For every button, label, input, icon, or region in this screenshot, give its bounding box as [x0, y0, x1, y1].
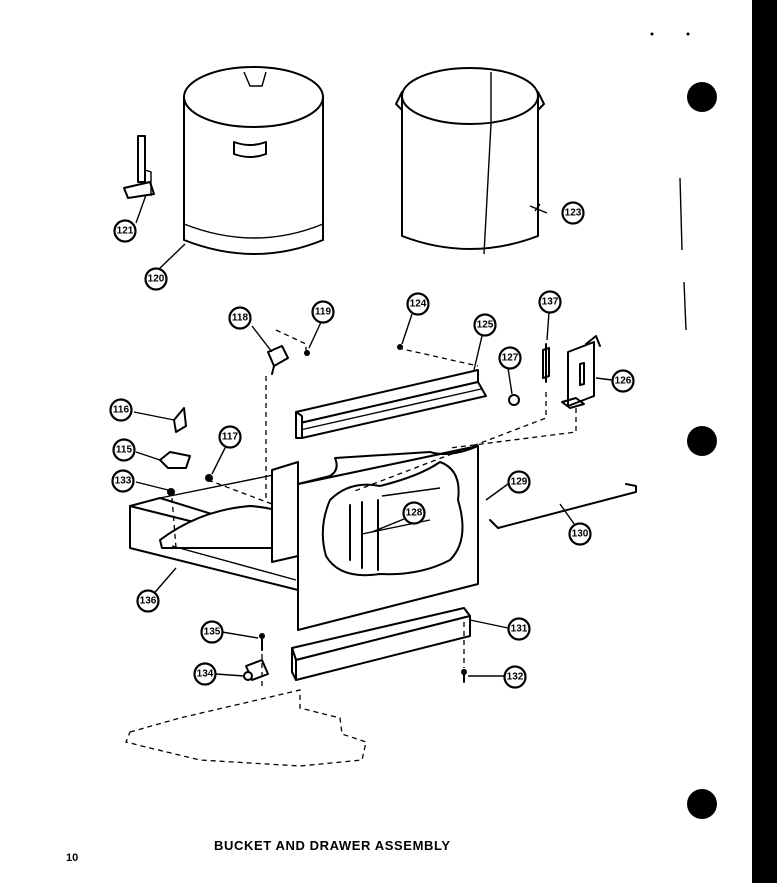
assembly-lines — [171, 329, 577, 690]
callout-128: 128 — [402, 501, 426, 525]
floor-pan-outline — [125, 689, 367, 767]
svg-text:136: 136 — [140, 596, 157, 607]
svg-text:130: 130 — [572, 529, 589, 540]
page-number: 10 — [66, 852, 79, 864]
callout-134: 134 — [193, 662, 217, 686]
punch-hole-bottom — [687, 789, 717, 819]
diagram-title: BUCKET AND DRAWER ASSEMBLY — [214, 838, 451, 853]
svg-text:115: 115 — [116, 445, 133, 456]
callout-135: 135 — [200, 620, 224, 644]
callout-118: 118 — [228, 306, 252, 330]
svg-text:132: 132 — [507, 672, 524, 683]
bucket — [183, 66, 324, 255]
callout-117: 117 — [218, 425, 242, 449]
callout-129: 129 — [507, 470, 531, 494]
svg-text:128: 128 — [406, 508, 423, 519]
nut — [167, 488, 175, 496]
svg-text:125: 125 — [477, 320, 494, 331]
svg-text:129: 129 — [511, 477, 528, 488]
callout-115: 115 — [112, 438, 136, 462]
screw — [304, 350, 310, 356]
svg-text:116: 116 — [113, 405, 130, 416]
callout-136: 136 — [136, 589, 160, 613]
svg-text:119: 119 — [315, 307, 332, 318]
svg-text:121: 121 — [117, 226, 134, 237]
callout-123: 123 — [561, 201, 585, 225]
screw — [205, 474, 213, 482]
svg-text:118: 118 — [232, 313, 249, 324]
callout-119: 119 — [311, 300, 335, 324]
svg-text:137: 137 — [542, 297, 559, 308]
svg-text:134: 134 — [197, 669, 214, 680]
svg-text:126: 126 — [615, 376, 632, 387]
callout-137: 137 — [538, 290, 562, 314]
callout-116: 116 — [109, 398, 133, 422]
callout-126: 126 — [611, 369, 635, 393]
wire-handle — [489, 483, 637, 529]
callout-132: 132 — [503, 665, 527, 689]
svg-text:117: 117 — [222, 432, 239, 443]
callout-131: 131 — [507, 617, 531, 641]
callout-133: 133 — [111, 469, 135, 493]
svg-text:133: 133 — [115, 476, 132, 487]
leader-lines — [133, 194, 613, 677]
bucket-bracket — [123, 135, 155, 199]
washer — [508, 394, 520, 406]
svg-text:120: 120 — [148, 274, 165, 285]
kick-plate — [291, 607, 471, 681]
svg-text:127: 127 — [502, 353, 519, 364]
drawer-rail — [295, 369, 487, 439]
punch-hole-top — [687, 82, 717, 112]
drawer — [129, 445, 479, 631]
svg-text:123: 123 — [565, 208, 582, 219]
svg-text:131: 131 — [511, 624, 528, 635]
spring-clip — [159, 451, 191, 469]
roller-assembly — [243, 633, 269, 681]
svg-text:124: 124 — [410, 299, 427, 310]
callout-124: 124 — [406, 292, 430, 316]
callout-130: 130 — [568, 522, 592, 546]
callout-120: 120 — [144, 267, 168, 291]
callout-121: 121 — [113, 219, 137, 243]
punch-hole-middle — [687, 426, 717, 456]
fastener — [267, 345, 289, 375]
support-bracket — [561, 335, 601, 409]
clip — [173, 407, 187, 433]
svg-text:135: 135 — [204, 627, 221, 638]
pin — [542, 343, 550, 383]
callout-127: 127 — [498, 346, 522, 370]
binding-edge — [752, 0, 777, 883]
bucket-liner — [395, 67, 545, 255]
screw — [461, 669, 467, 683]
callout-125: 125 — [473, 313, 497, 337]
